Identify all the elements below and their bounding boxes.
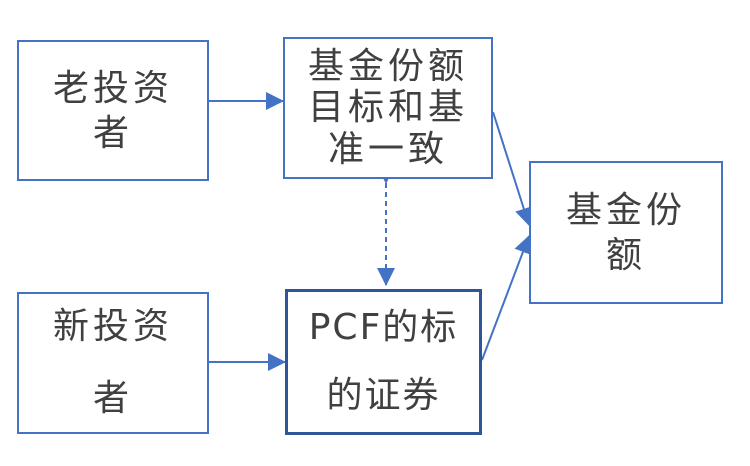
- target-match-label: 基金份额目标和基准一致: [307, 45, 468, 170]
- arrow-target-to-fund-share: [492, 111, 533, 226]
- arrow-pcf-to-fund-share: [481, 235, 532, 361]
- old-investor-box: 老投资者: [17, 40, 209, 181]
- fund-share-box: 基金份额: [529, 161, 723, 304]
- target-match-box: 基金份额目标和基准一致: [283, 37, 493, 179]
- old-investor-label: 老投资者: [52, 67, 173, 154]
- fund-share-label: 基金份额: [565, 189, 686, 276]
- pcf-securities-box: PCF的标的证券: [285, 289, 482, 435]
- pcf-securities-label: PCF的标的证券: [308, 306, 459, 416]
- new-investor-box: 新投资者: [17, 292, 209, 434]
- new-investor-label: 新投资者: [52, 306, 173, 419]
